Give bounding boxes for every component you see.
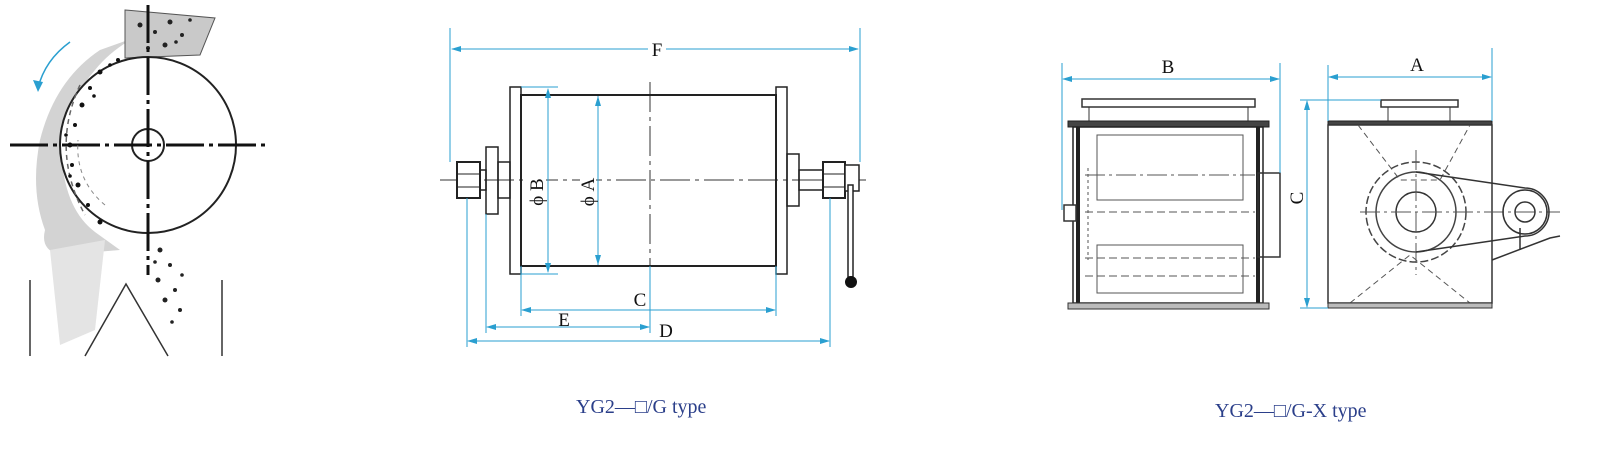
side-discharge-dashed <box>1349 254 1471 304</box>
housing-side-view: A C <box>1287 48 1561 309</box>
right-shaft-nut <box>822 161 846 199</box>
dim-phia-label: ϕ A <box>578 177 599 206</box>
dim-f-label: F <box>652 40 663 61</box>
lever-rod <box>847 184 854 278</box>
magnetic-particles <box>64 58 120 225</box>
magnet-system-arc <box>65 84 86 216</box>
side-hopper-dashed <box>1357 124 1471 181</box>
front-inner-panel-bottom <box>1096 244 1244 294</box>
dim-e-label: E <box>558 310 570 331</box>
front-housing-body <box>1072 126 1264 304</box>
housing-drawing-caption: YG2—□/G-X type <box>1215 400 1367 422</box>
ore-stream-shading <box>36 30 150 255</box>
rotation-arrowhead <box>33 80 43 92</box>
dim-phib-label-bg <box>528 170 546 214</box>
dim-d-arrow-right <box>820 338 830 344</box>
front-inlet-flange <box>1081 98 1256 108</box>
dim-phia-arrow-bottom <box>595 255 601 265</box>
dim-f-label-bg <box>648 38 666 60</box>
housing-front-view: B <box>1061 57 1281 310</box>
non-magnetic-particles <box>153 247 184 324</box>
lever-knob <box>845 276 857 288</box>
front-top-plate <box>1067 120 1270 128</box>
front-inner-panel-top <box>1096 134 1244 201</box>
dim-f-arrow-right <box>849 46 859 52</box>
dim-c-arrow-left <box>521 307 531 313</box>
dim-phib-arrow-top <box>545 88 551 98</box>
dim-c2-label: C <box>1287 192 1308 205</box>
drum-drawing: F ϕ B ϕ A C E D <box>440 28 868 347</box>
side-base-plate <box>1327 302 1493 309</box>
dim-c2-label-bg <box>1290 188 1306 208</box>
feed-hopper <box>124 9 216 59</box>
splitter-divider <box>84 282 169 357</box>
dim-e-arrow-left <box>486 324 496 330</box>
drive-pulley <box>1502 189 1548 235</box>
dim-b-arrow-right <box>1270 76 1280 82</box>
dim-phib-arrow-bottom <box>545 263 551 273</box>
dim-d-label-bg <box>656 322 676 340</box>
dim-f-arrow-left <box>451 46 461 52</box>
drive-belt <box>1415 171 1550 253</box>
front-side-box <box>1257 172 1281 258</box>
drive-pulley-hub <box>1514 201 1536 223</box>
dim-phia-label-bg <box>580 170 596 214</box>
front-base-plate <box>1067 302 1270 310</box>
side-inlet-neck <box>1387 106 1451 122</box>
dim-phia-arrow-top <box>595 96 601 106</box>
dim-a-arrow-left <box>1328 74 1338 80</box>
motor-support <box>1491 235 1561 261</box>
left-shaft-nut <box>456 161 481 199</box>
dim-a-arrow-right <box>1482 74 1492 80</box>
dim-a-label: A <box>1410 55 1424 76</box>
side-inlet-flange <box>1380 99 1459 108</box>
drum-drawing-caption: YG2—□/G type <box>576 396 707 418</box>
separation-principle-illustration <box>10 5 268 357</box>
dim-d-label: D <box>659 321 673 342</box>
rotation-arrow <box>37 41 71 89</box>
dim-c-arrow-right <box>766 307 776 313</box>
drum-body <box>520 94 777 267</box>
falling-particles-shading <box>50 240 105 345</box>
dim-b-label: B <box>1162 57 1175 78</box>
dim-c2-arrow-top <box>1304 100 1310 110</box>
front-left-bolt <box>1063 204 1077 222</box>
dim-c-label: C <box>634 290 647 311</box>
dim-b-arrow-left <box>1062 76 1072 82</box>
front-inlet-neck <box>1088 106 1249 122</box>
left-hub <box>497 161 511 199</box>
dim-phib-label: ϕ B <box>527 178 548 205</box>
dim-d-arrow-left <box>467 338 477 344</box>
dim-e-arrow-right <box>640 324 650 330</box>
dim-c2-arrow-bottom <box>1304 298 1310 308</box>
magnet-system-arc-inner <box>77 139 106 206</box>
